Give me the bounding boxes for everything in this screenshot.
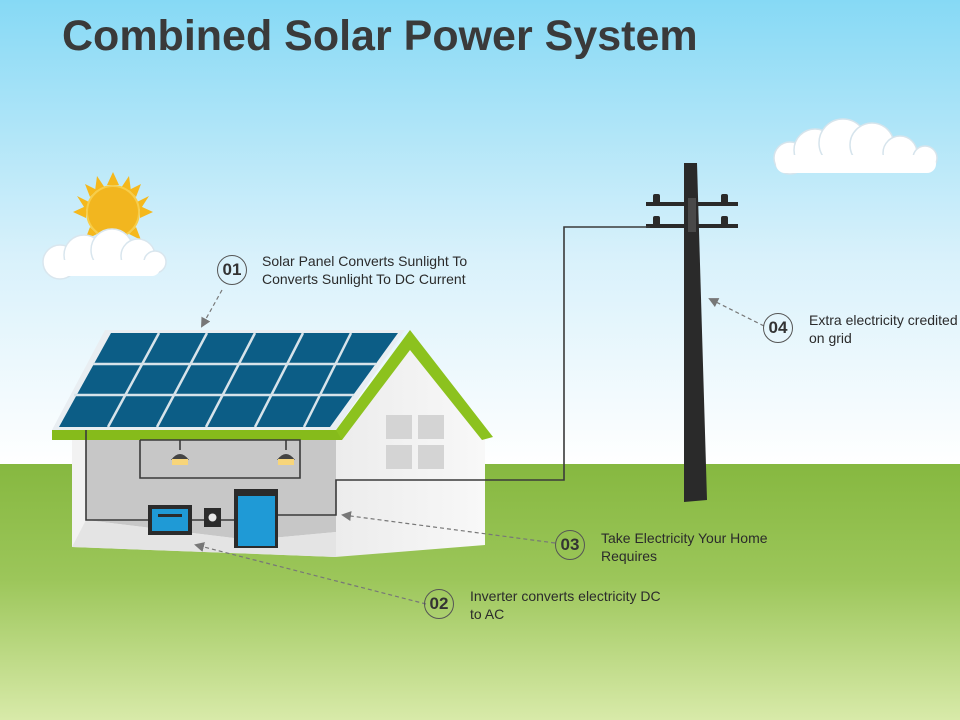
arrow-02 — [194, 542, 427, 605]
wiring — [85, 226, 650, 521]
utility-pole-icon — [646, 163, 738, 502]
switch-icon — [204, 508, 221, 527]
light-bulb-icon — [277, 454, 295, 465]
step-number-01: 01 — [217, 255, 247, 285]
callout-04-line1: Extra electricity credited — [809, 312, 958, 328]
callout-02: Inverter converts electricity DC to AC — [470, 587, 700, 623]
callout-04: Extra electricity credited on grid — [809, 311, 960, 347]
arrow-03 — [341, 511, 556, 544]
callout-03-line1: Take Electricity Your Home — [601, 530, 768, 546]
step-number-03: 03 — [555, 530, 585, 560]
callout-02-line2: to AC — [470, 606, 505, 622]
cloud-icon — [42, 228, 167, 280]
sun-icon — [73, 172, 153, 252]
pointer-arrows — [194, 289, 765, 605]
callout-01-line2: Converts Sunlight To DC Current — [262, 271, 466, 287]
page-title: Combined Solar Power System — [62, 12, 698, 60]
arrow-04 — [708, 298, 765, 327]
light-bulb-icon — [171, 454, 189, 465]
callout-01: Solar Panel Converts Sunlight To Convert… — [262, 252, 502, 288]
step-number-04: 04 — [763, 313, 793, 343]
callout-03-line2: Requires — [601, 548, 658, 564]
callout-01-line1: Solar Panel Converts Sunlight To — [262, 253, 468, 269]
callout-04-line2: on grid — [809, 330, 852, 346]
inverter-icon — [148, 505, 192, 535]
window — [386, 415, 444, 469]
solar-panel-icon — [52, 330, 405, 430]
callout-03: Take Electricity Your Home Requires — [601, 529, 821, 565]
callout-02-line1: Inverter converts electricity DC — [470, 588, 661, 604]
cloud-icon — [773, 118, 938, 175]
step-number-02: 02 — [424, 589, 454, 619]
battery-icon — [234, 489, 278, 548]
